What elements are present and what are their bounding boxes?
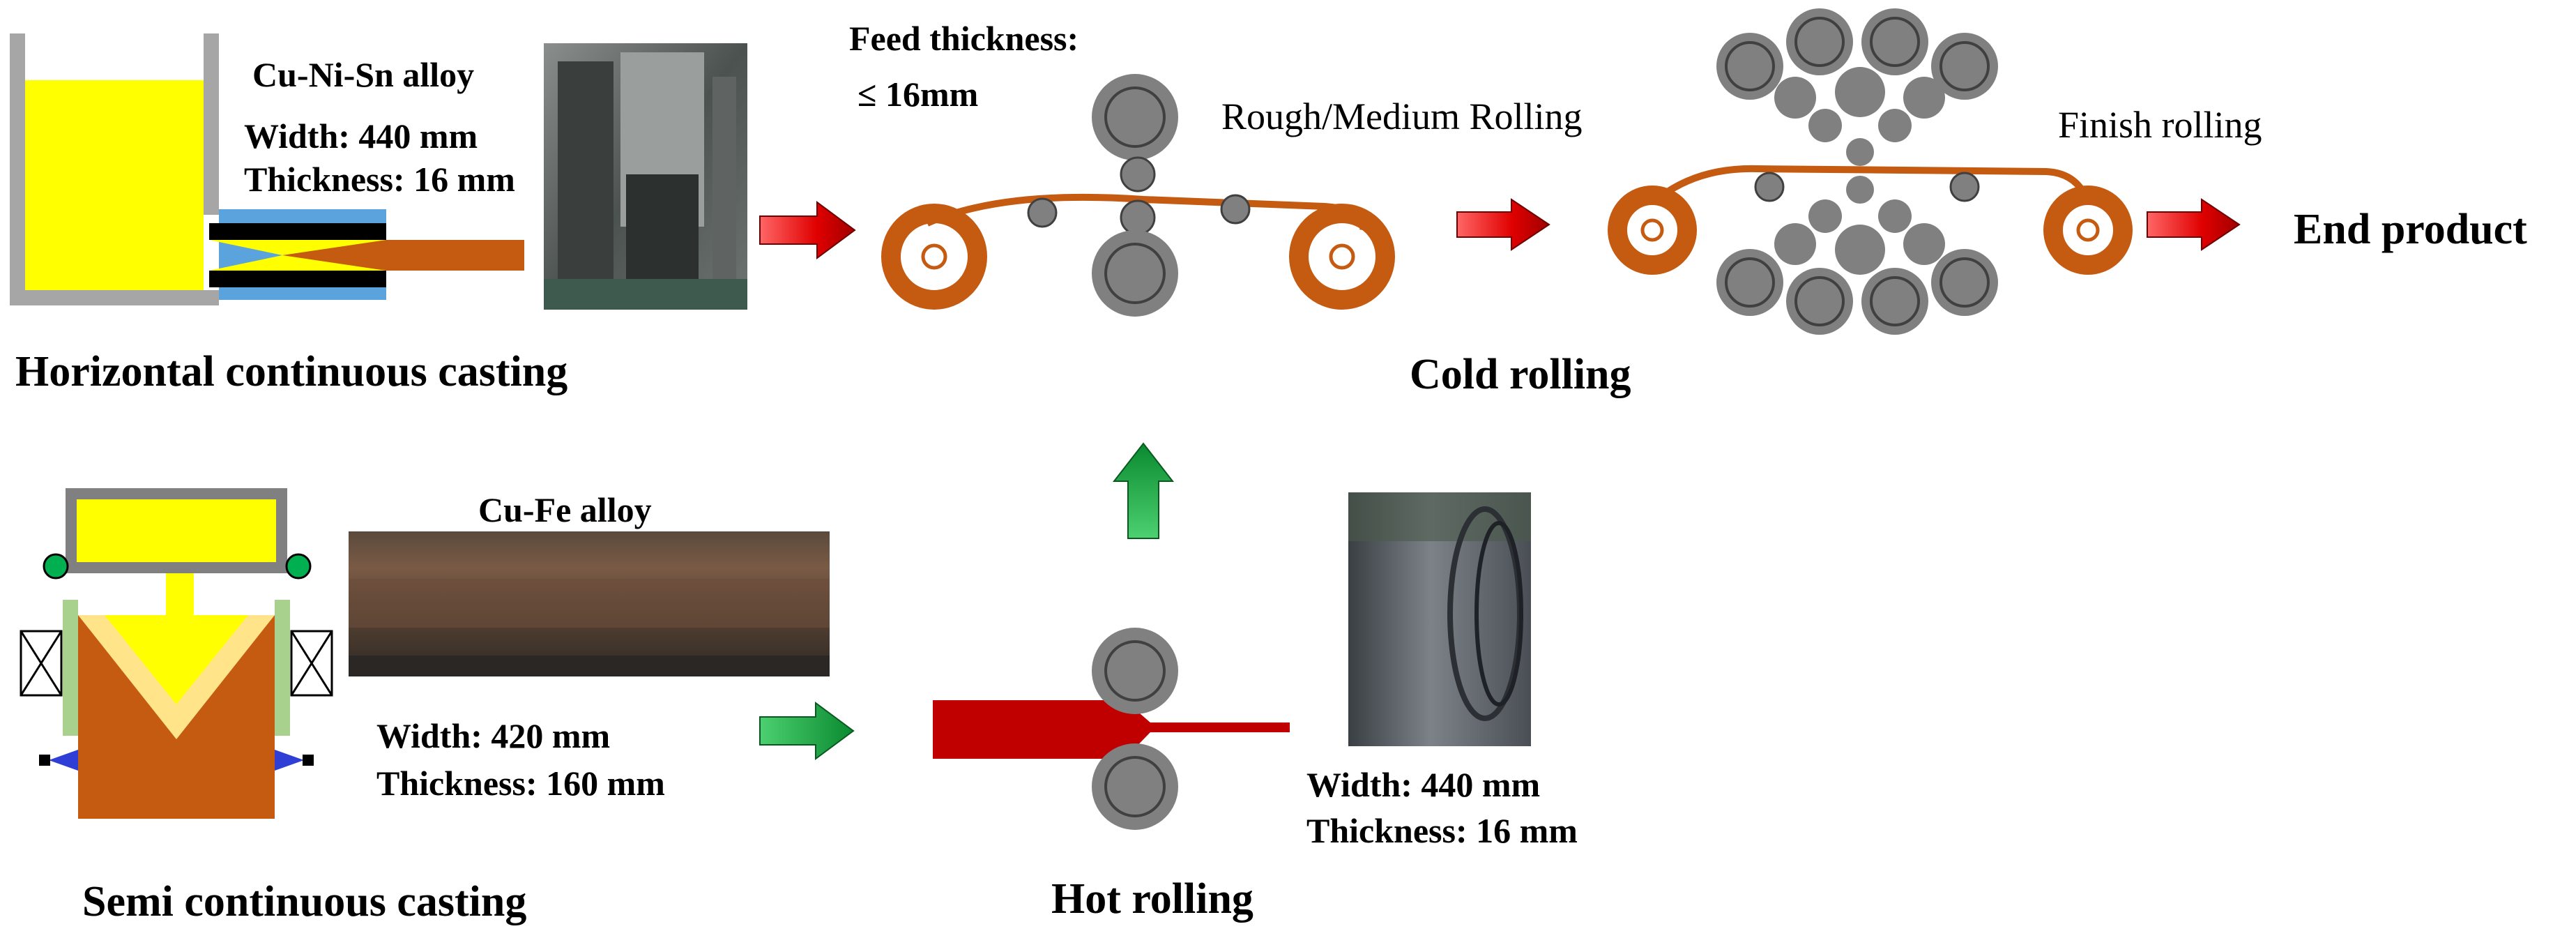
hot-rolling-caption: Hot rolling	[1051, 875, 1253, 923]
cu-fe-alloy-label: Cu-Fe alloy	[478, 490, 652, 529]
hcc-width-label: Width: 440 mm	[244, 116, 478, 156]
cu-ni-sn-alloy-label: Cu-Ni-Sn alloy	[252, 55, 475, 94]
arrow-casting-to-cold	[759, 201, 856, 259]
hot-thickness-label: Thickness: 16 mm	[1306, 811, 1578, 850]
finish-rolling-label: Finish rolling	[2058, 104, 2262, 146]
semi-caster-schematic	[20, 488, 333, 819]
horizontal-caster-schematic	[10, 33, 524, 305]
end-product-label: End product	[2294, 206, 2527, 253]
casting-machine-photo	[544, 43, 747, 310]
pour-nozzle	[166, 573, 194, 615]
sump-liquid	[105, 615, 248, 704]
molten-copper	[25, 80, 204, 290]
rolled-strip	[1125, 700, 1290, 759]
rough-medium-rolling-label: Rough/Medium Rolling	[1221, 96, 1583, 137]
tundish-melt	[77, 499, 276, 562]
crystallizer-right	[275, 600, 290, 736]
thick-slab	[933, 700, 1125, 759]
crucible-left-wall	[10, 33, 25, 305]
feed-thickness-label: Feed thickness:	[849, 19, 1079, 58]
scc-thickness-label: Thickness: 160 mm	[376, 764, 665, 803]
arrow-hot-to-cold	[1112, 442, 1175, 539]
hot-width-label: Width: 440 mm	[1306, 765, 1541, 804]
scc-caption: Semi continuous casting	[82, 878, 527, 925]
cu-fe-ingot-photo	[349, 531, 830, 676]
cast-strip	[282, 240, 524, 271]
arrow-rough-to-finish	[1456, 198, 1550, 251]
mold-bottom	[209, 271, 386, 287]
feed-thickness-value: ≤ 16mm	[858, 75, 979, 114]
mold-top	[209, 223, 386, 240]
hcc-thickness-label: Thickness: 16 mm	[244, 160, 515, 199]
rough-rolling-mill	[881, 74, 1395, 317]
scc-width-label: Width: 420 mm	[376, 716, 611, 755]
hot-rolling-mill	[933, 628, 1290, 830]
crucible-bottom-wall	[10, 290, 219, 305]
crucible-right-wall	[204, 33, 219, 215]
copper-coil-photo	[1348, 492, 1531, 746]
cold-rolling-caption: Cold rolling	[1410, 351, 1631, 398]
arrow-finish-to-end	[2147, 198, 2241, 251]
hcc-caption: Horizontal continuous casting	[15, 348, 568, 395]
finish-rolling-mill	[1608, 8, 2133, 335]
arrow-semi-to-hot	[759, 702, 855, 760]
crystallizer-left	[63, 600, 78, 736]
